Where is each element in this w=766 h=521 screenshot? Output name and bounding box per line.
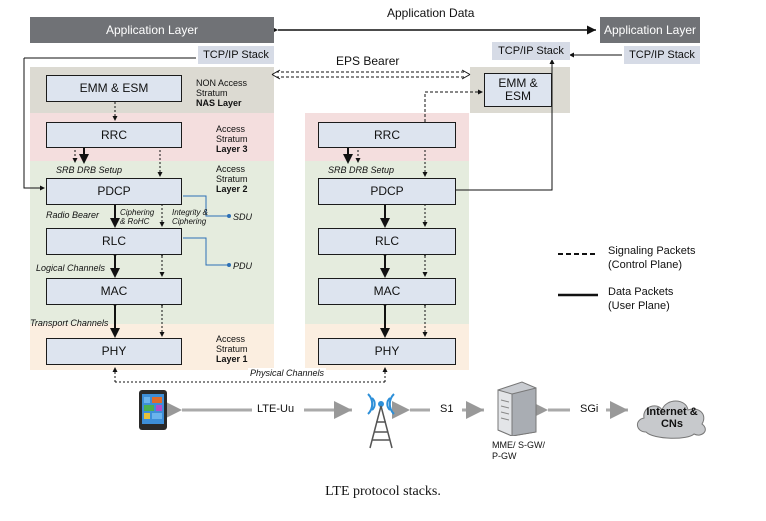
ue-rlc: RLC [46,228,182,255]
logical-channels-label: Logical Channels [36,263,106,273]
enb-mac: MAC [318,278,456,305]
radio-bearer-label: Radio Bearer [46,210,100,220]
ciphering-label: Ciphering& RoHC [120,208,155,226]
tcpip-right-inner: TCP/IP Stack [492,42,570,60]
legend-data: Data Packets(User Plane) [608,286,674,312]
physical-channels-label: Physical Channels [248,368,327,378]
ue-emm-esm: EMM & ESM [46,75,182,102]
app-layer-left: Application Layer [30,17,274,43]
internet-label: Internet &CNs [646,406,698,430]
legend-signaling: Signaling Packets(Control Plane) [608,245,696,271]
cell-tower-icon [367,393,395,449]
srb-drb-left: SRB DRB Setup [56,165,123,175]
sdu-label: SDU [233,212,253,222]
ue-pdcp: PDCP [46,178,182,205]
srb-drb-right: SRB DRB Setup [328,165,395,175]
mme-emm-esm: EMM & ESM [484,73,552,107]
smartphone-icon [139,390,167,430]
tcpip-left: TCP/IP Stack [198,46,274,64]
enb-rrc: RRC [318,122,456,148]
ue-mac: MAC [46,278,182,305]
enb-pdcp: PDCP [318,178,456,205]
enb-rlc: RLC [318,228,456,255]
cloud-icon [637,400,706,439]
figure-caption: LTE protocol stacks. [325,484,441,499]
application-data-label: Application Data [387,6,475,20]
server-icon [497,381,537,436]
lte-uu-label: LTE-Uu [257,403,295,415]
sgi-label: SGi [580,403,599,415]
s1-label: S1 [440,403,454,415]
app-layer-right: Application Layer [600,17,700,43]
transport-channels-label: Transport Channels [30,318,109,328]
enb-phy: PHY [318,338,456,365]
mme-sgw-label: MME/ S-GW/P-GW [492,440,545,461]
eps-bearer-label: EPS Bearer [336,54,400,68]
ue-rrc: RRC [46,122,182,148]
integrity-label: Integrity &Ciphering [172,208,209,226]
ue-phy: PHY [46,338,182,365]
pdu-label: PDU [233,261,253,271]
tcpip-right-outer: TCP/IP Stack [624,46,700,64]
